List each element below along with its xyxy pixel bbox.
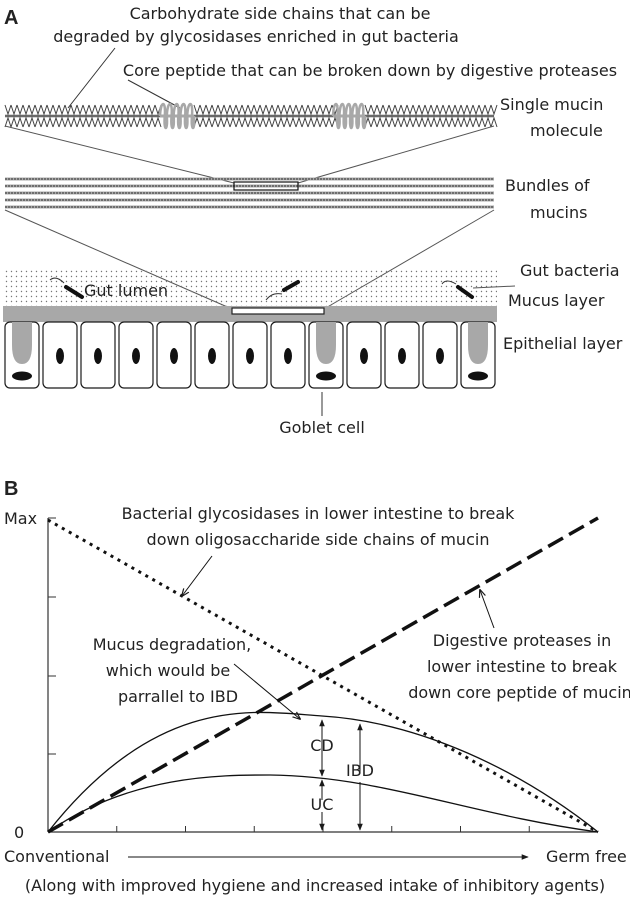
nucleus: [12, 371, 32, 381]
mucus-degradation-label-line1: Mucus degradation,: [93, 635, 252, 654]
nucleus: [170, 348, 178, 364]
nucleus: [398, 348, 406, 364]
nucleus: [468, 371, 488, 381]
epithelial-cell: [346, 321, 382, 389]
epithelial-cell: [80, 321, 116, 389]
core-peptide-label: Core peptide that can be broken down by …: [123, 61, 617, 80]
epithelial-layer-label: Epithelial layer: [503, 334, 623, 353]
proteases-line: [47, 516, 599, 834]
epithelial-cell: [118, 321, 154, 389]
proteases-label-line1: Digestive proteases in: [433, 631, 612, 650]
core-peptide-pointer: [127, 79, 181, 109]
panel-b-label: B: [4, 478, 18, 500]
panel-a-label: A: [4, 7, 18, 29]
nucleus: [316, 371, 336, 381]
mucus-degradation-pointer: [233, 663, 300, 719]
epithelial-cell: [384, 321, 420, 389]
proteases-label-line3: down core peptide of mucin: [408, 683, 630, 702]
proteases-label-line2: lower intestine to break: [427, 657, 618, 676]
mucus-zoom-box: [231, 307, 325, 315]
gut-bacterium: [441, 280, 474, 299]
goblet-cell-label: Goblet cell: [279, 418, 365, 437]
nucleus: [360, 348, 368, 364]
cd-label: CD: [310, 736, 334, 755]
epithelial-cell: [194, 321, 230, 389]
epithelial-cell: [270, 321, 306, 389]
mucus-degradation-label-line3: parrallel to IBD: [118, 687, 238, 706]
goblet-cell: [460, 321, 496, 389]
y-axis-ticks: [48, 517, 56, 755]
nucleus: [208, 348, 216, 364]
nucleus: [284, 348, 292, 364]
gut-lumen-area: [3, 270, 497, 306]
nucleus: [56, 348, 64, 364]
uc-label: UC: [311, 795, 334, 814]
nucleus: [246, 348, 254, 364]
single-mucin-label-line2: molecule: [530, 121, 603, 140]
nucleus: [132, 348, 140, 364]
gut-bacteria-label: Gut bacteria: [520, 261, 620, 280]
gut-bacteria-pointer: [472, 285, 516, 289]
carbohydrate-label-line1: Carbohydrate side chains that can be: [130, 4, 431, 23]
mucin-bundles: [5, 177, 494, 209]
bundles-label-line1: Bundles of: [505, 176, 590, 195]
bundles-label-line2: mucins: [530, 203, 587, 222]
x-axis-right-label: Germ free: [546, 847, 627, 866]
carbohydrate-label-line2: degraded by glycosidases enriched in gut…: [53, 27, 459, 46]
gut-bacterium: [265, 280, 300, 301]
gut-lumen-label: Gut lumen: [84, 281, 168, 300]
x-axis-ticks: [116, 826, 530, 832]
footnote: (Along with improved hygiene and increas…: [25, 876, 605, 895]
goblet-cell: [308, 321, 344, 389]
bundle-zoom-box: [233, 181, 299, 191]
epithelial-layer: [4, 321, 496, 389]
goblet-cell: [4, 321, 40, 389]
gut-bacterium: [49, 277, 84, 299]
epithelial-cell: [422, 321, 458, 389]
carbohydrate-side-chains: [4, 104, 162, 128]
glycosidases-line: [47, 518, 599, 834]
epithelial-cell: [232, 321, 268, 389]
uc-curve: [47, 774, 599, 833]
single-mucin-molecule: [4, 102, 498, 130]
zoom-line: [297, 125, 495, 184]
proteases-pointer: [480, 590, 495, 629]
glycosidases-pointer: [182, 555, 213, 596]
glycosidases-label-line1: Bacterial glycosidases in lower intestin…: [122, 504, 516, 523]
glycosidases-label-line2: down oligosaccharide side chains of muci…: [147, 530, 490, 549]
carbohydrate-side-chains: [364, 104, 498, 128]
epithelial-cell: [156, 321, 192, 389]
y-axis-max-label: Max: [4, 509, 37, 528]
ibd-curve: [47, 711, 599, 833]
zoom-line: [4, 125, 235, 184]
carbohydrate-pointer: [67, 47, 116, 109]
mucus-layer-label: Mucus layer: [508, 291, 605, 310]
nucleus: [94, 348, 102, 364]
mucus-degradation-label-line2: which would be: [106, 661, 230, 680]
ibd-label: IBD: [346, 761, 374, 780]
nucleus: [436, 348, 444, 364]
y-axis-zero-label: 0: [14, 823, 24, 842]
epithelial-cell: [42, 321, 78, 389]
carbohydrate-side-chains: [193, 104, 339, 128]
single-mucin-label-line1: Single mucin: [500, 95, 603, 114]
x-axis-left-label: Conventional: [4, 847, 109, 866]
